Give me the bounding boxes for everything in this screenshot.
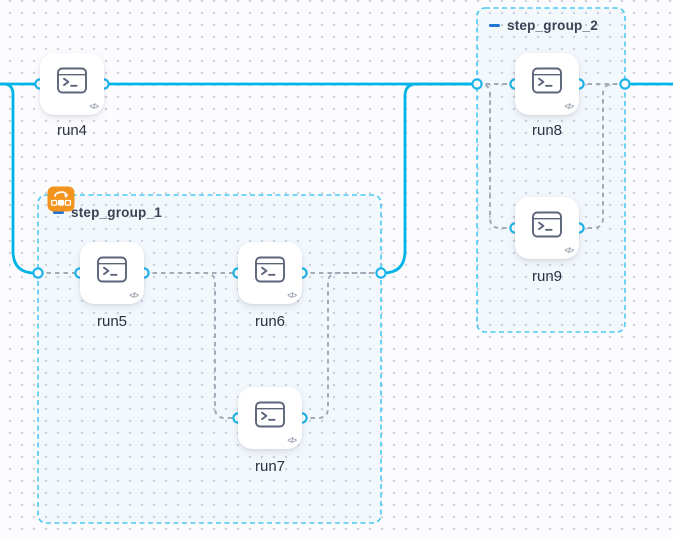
node-label-run4: run4 (56, 122, 88, 139)
edge-run7-group1out[interactable] (302, 272, 381, 419)
node-run4[interactable]: </> (40, 53, 104, 115)
edge-in-group1[interactable] (0, 82, 38, 275)
terminal-icon (532, 211, 562, 238)
group1-header: step_group_1 (51, 204, 162, 220)
terminal-icon (57, 67, 87, 94)
collapse-minus-icon[interactable] (487, 18, 501, 32)
terminal-icon (97, 256, 127, 283)
node-label-run5: run5 (96, 313, 128, 330)
terminal-icon (532, 67, 562, 94)
edge-group2in-run9[interactable] (477, 83, 515, 229)
node-run6[interactable]: </> (238, 242, 302, 304)
code-icon: </> (287, 291, 297, 300)
code-icon: </> (129, 291, 139, 300)
port-group1-out[interactable] (375, 267, 387, 279)
node-run5[interactable]: </> (80, 242, 144, 304)
node-run8[interactable]: </> (515, 53, 579, 115)
group2-title: step_group_2 (507, 17, 598, 33)
node-run9[interactable]: </> (515, 197, 579, 259)
loop-matrix-icon (47, 186, 75, 212)
port-group1-in[interactable] (32, 267, 44, 279)
code-icon: </> (287, 436, 297, 445)
code-icon: </> (564, 246, 574, 255)
terminal-icon (255, 401, 285, 428)
node-label-run7: run7 (254, 458, 286, 475)
edge-run5-run7[interactable] (144, 272, 238, 419)
port-group2-out[interactable] (619, 78, 631, 90)
port-group2-in[interactable] (471, 78, 483, 90)
terminal-icon (255, 256, 285, 283)
edge-run9-group2out[interactable] (579, 83, 625, 229)
code-icon: </> (89, 102, 99, 111)
node-label-run6: run6 (254, 313, 286, 330)
group1-title: step_group_1 (71, 204, 162, 220)
edge-group1-group2[interactable] (381, 82, 477, 275)
node-label-run8: run8 (531, 122, 563, 139)
collapse-minus-icon[interactable] (51, 205, 65, 219)
code-icon: </> (564, 102, 574, 111)
node-run7[interactable]: </> (238, 387, 302, 449)
group2-header: step_group_2 (487, 17, 598, 33)
node-label-run9: run9 (531, 268, 563, 285)
